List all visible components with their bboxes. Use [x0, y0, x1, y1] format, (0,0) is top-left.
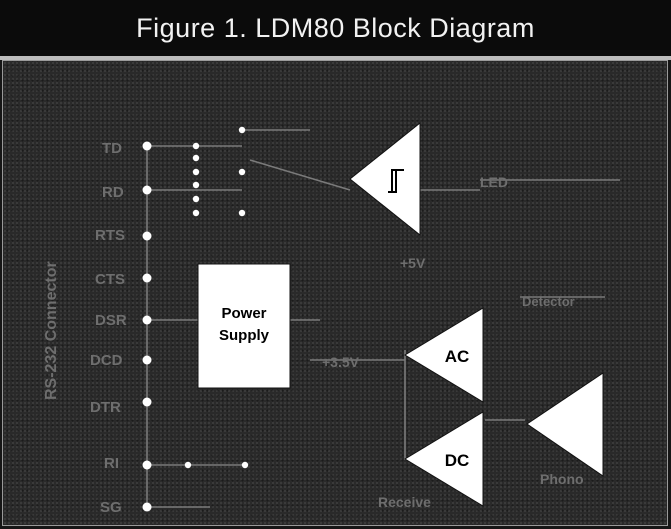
pin-dot-dtr [142, 397, 152, 407]
schmitt-triangle [349, 121, 421, 237]
phono-triangle [526, 372, 604, 477]
pin-label-rd: RD [102, 184, 124, 201]
power-supply-box [197, 263, 291, 389]
pin-dot-sg [142, 502, 152, 512]
pin-dot-ri [142, 460, 152, 470]
ac-amplifier: AC [404, 307, 484, 403]
receive-label: Receive [378, 494, 431, 510]
pin-label-rts: RTS [95, 227, 125, 244]
pin-dot-dcd [142, 355, 152, 365]
node-dot [192, 209, 200, 217]
pin-label-td: TD [102, 140, 122, 157]
dc-label: DC [445, 451, 470, 470]
vcc-label: +5V [400, 255, 426, 271]
pin-dot-td [142, 141, 152, 151]
ac-triangle [404, 307, 484, 403]
phono-preamp [526, 372, 604, 477]
diagram-panel [2, 60, 668, 526]
node-dot [192, 142, 200, 150]
power-supply-block: Power Supply [197, 263, 291, 389]
pin-label-dtr: DTR [90, 399, 121, 416]
pin-dot-cts [142, 273, 152, 283]
pin-label-dsr: DSR [95, 312, 127, 329]
dc-triangle [404, 411, 484, 507]
power-supply-label-line2: Supply [219, 327, 270, 344]
block-diagram: RS-232 Connector TD RD RTS CTS DSR DCD D… [43, 121, 620, 516]
node-dot [192, 168, 200, 176]
pin-header-label: RS-232 Connector [43, 261, 60, 400]
node-dot [238, 168, 246, 176]
hysteresis-icon [388, 169, 404, 193]
title-rule [0, 56, 671, 60]
schmitt-trigger [349, 121, 421, 237]
dim-labels: RS-232 Connector TD RD RTS CTS DSR DCD D… [43, 140, 584, 516]
pin-label-cts: CTS [95, 271, 125, 288]
pin-dots [142, 141, 152, 512]
led-label: LED [480, 174, 508, 190]
pin-label-sg: SG [100, 499, 122, 516]
power-supply-label-line1: Power [221, 305, 266, 322]
pin-dot-rd [142, 185, 152, 195]
ac-label: AC [445, 347, 470, 366]
node-dot [241, 461, 249, 469]
node-dots [184, 126, 249, 469]
node-dot [238, 209, 246, 217]
pin-label-dcd: DCD [90, 352, 123, 369]
figure-title: Figure 1. LDM80 Block Diagram [0, 0, 671, 56]
wiring [146, 129, 620, 508]
node-dot [192, 154, 200, 162]
node-dot [238, 126, 246, 134]
pin-label-ri: RI [104, 455, 119, 472]
detector-label: Detector [522, 294, 575, 309]
node-dot [192, 195, 200, 203]
dc-amplifier: DC [404, 411, 484, 507]
pin-dot-rts [142, 231, 152, 241]
node-dot [184, 461, 192, 469]
wire-to-schmitt [249, 159, 351, 191]
node-dot [192, 181, 200, 189]
pin-dot-dsr [142, 315, 152, 325]
phono-label: Phono [540, 471, 584, 487]
vref-label: +3.5V [322, 354, 360, 370]
